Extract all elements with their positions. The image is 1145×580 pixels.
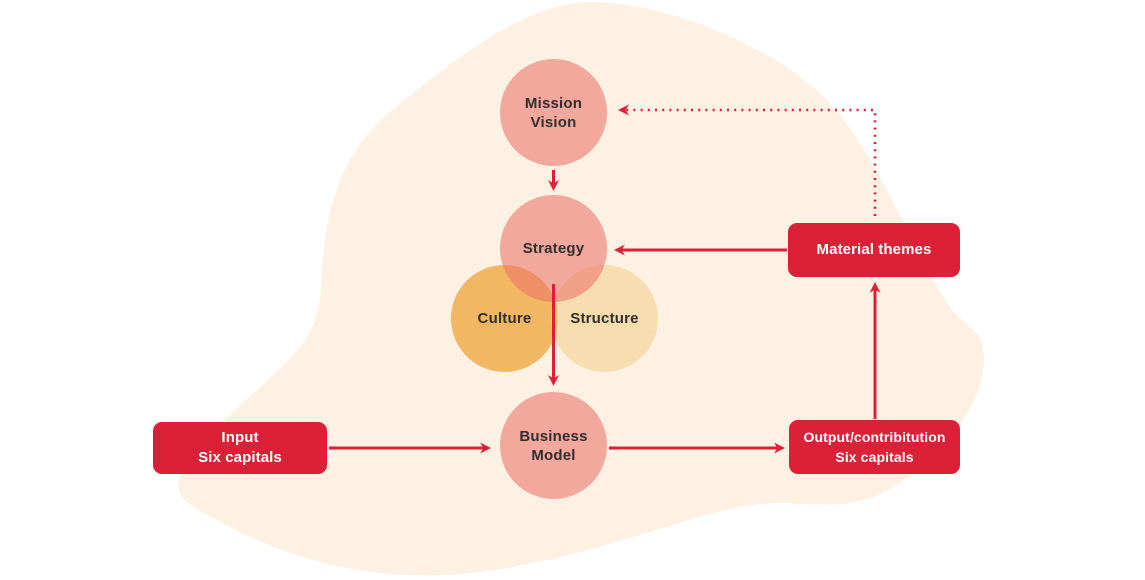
output-six-capitals-box: Output/contribitution Six capitals [789, 420, 960, 474]
strategy-label: Strategy [522, 240, 585, 257]
strategy-circle: Strategy [500, 195, 607, 302]
culture-label: Culture [477, 310, 532, 327]
material-themes-label: Material themes [816, 241, 932, 258]
mission-vision-circle: Mission Vision [500, 59, 607, 166]
output-six-capitals-label: Output/contribitution Six capitals [803, 429, 946, 465]
mission-vision-label: Mission Vision [524, 94, 583, 131]
structure-label: Structure [570, 310, 639, 327]
input-six-capitals-label: Input Six capitals [198, 429, 282, 466]
material-themes-box: Material themes [788, 223, 960, 277]
business-model-circle: Business Model [500, 392, 607, 499]
input-six-capitals-box: Input Six capitals [153, 422, 327, 474]
business-model-label: Business Model [519, 427, 588, 464]
